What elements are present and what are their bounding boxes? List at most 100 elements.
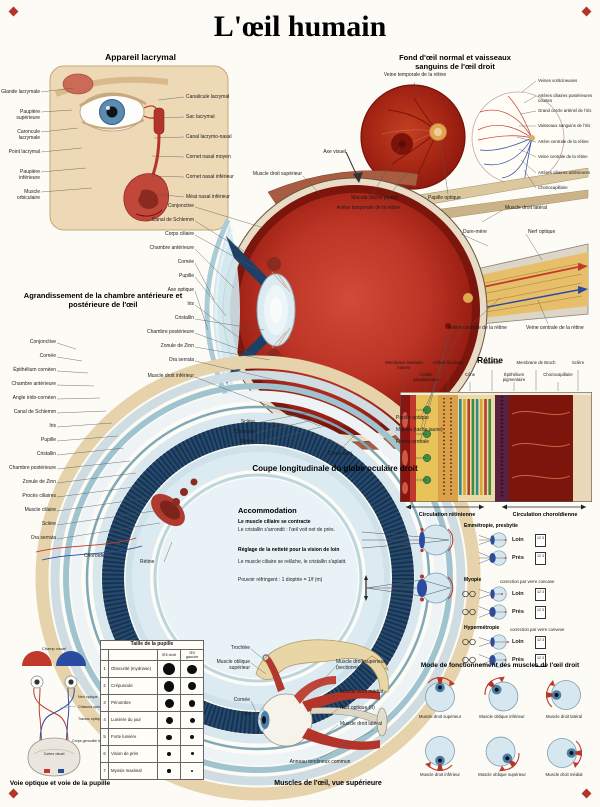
eye-caption: Coupe longitudinale du globe oculaire dr…	[252, 464, 418, 473]
label-central-vein: Veine centrale de la rétine	[526, 325, 584, 331]
label-retina-layer: Cellule bipolaire	[432, 360, 464, 365]
distance-label: Loin	[512, 591, 524, 597]
eye-muscles-art	[255, 639, 389, 750]
pupil-dot	[190, 734, 194, 739]
label-eye-part: Ora serrata	[168, 357, 194, 363]
label-superior-rectus: Muscle droit supérieur	[252, 171, 302, 177]
vision-row: Près 12 3	[462, 604, 546, 620]
right-visual-field	[56, 651, 86, 666]
label-lacrimal: Caroncule lacrymale	[17, 129, 40, 141]
glasses-icon	[462, 608, 476, 616]
mode-label: Muscle droit latéral	[545, 714, 583, 719]
label-chamber: Chambre postérieure	[9, 465, 56, 471]
superior-oblique-muscle	[265, 657, 285, 692]
vision-group-title: Myopie	[464, 577, 482, 583]
label-lacrimal: Méat nasal inférieur	[186, 194, 230, 200]
pupil-dot	[164, 698, 174, 708]
label-papilla: Papille optique	[396, 415, 429, 421]
corner-mark	[8, 788, 19, 799]
distance-label: Près	[512, 555, 524, 561]
inner-vessel-band	[400, 392, 410, 502]
mode-label: Muscle droit supérieur	[418, 714, 462, 719]
eye-schematic	[478, 634, 509, 650]
visual-cortex-left	[44, 769, 50, 773]
label-choroid: Choroïde	[234, 429, 255, 435]
label-sclera: Sclère	[240, 419, 255, 425]
nerve-label: Nerf optique	[78, 695, 98, 699]
pupil	[262, 716, 266, 724]
label-retina-layer: Cône	[464, 372, 476, 377]
vision-row: Loin 12 3	[462, 634, 546, 650]
label-retina-layer: Bâtonnet	[483, 360, 501, 365]
eye-schematic	[478, 604, 507, 620]
label-vessel: Artères ciliaires antérieures	[538, 170, 591, 175]
label-iris: Iris	[243, 711, 250, 717]
vision-row: Loin 12 3	[462, 532, 546, 548]
label-medial-rectus: Muscle droit médial	[340, 689, 384, 695]
label-macula: Macula (tache jaune)	[396, 427, 443, 433]
label-vessel: Grand cercle artériel de l'iris	[538, 108, 592, 113]
accommodation-text: Réglage de la netteté pour la vision de …	[238, 547, 340, 553]
pupil-dot	[163, 681, 175, 692]
common-tendinous-ring	[376, 707, 388, 737]
label-macula: Macula (tache jaune)	[351, 195, 398, 201]
label-vessel: Veine centrale de la rétine	[538, 154, 588, 159]
lens-body	[158, 478, 358, 678]
vision-row: Près 12 3	[462, 652, 546, 668]
label-artery: Artère temporale de la rétine	[336, 205, 400, 211]
pupil-dot	[166, 734, 172, 741]
glasses-icon	[462, 656, 476, 664]
label-eye-part: Zonule de Zinn	[160, 343, 194, 349]
muscle-mode: Muscle droit médial	[534, 734, 594, 777]
vision-group-title: Hypermétropie	[464, 625, 500, 631]
visual-axis-arrow	[345, 151, 363, 183]
pupil-dot	[188, 700, 196, 707]
eye-chart-icon: 12 3	[535, 587, 546, 601]
accommodation-text: Pouvoir réfringent : 1 dioptrie = 1/f (m…	[238, 577, 323, 583]
eye-chart-icon: 12 3	[535, 605, 546, 619]
pupil-col-left: Œil gauche	[180, 648, 204, 662]
mode-label: Muscle oblique supérieur	[478, 772, 526, 777]
fundus-title-line1: Fond d'œil normal et vaisseaux	[399, 53, 511, 62]
retina-title: Rétine	[477, 355, 503, 365]
accommodation-text: Le cristallin s'arrondit : l'œil voit ne…	[238, 527, 335, 533]
muscle-mode: Muscle droit supérieur	[410, 676, 470, 719]
eye-rotation-schematic	[546, 680, 581, 710]
orbital-bone	[363, 655, 389, 693]
distance-label: Loin	[512, 537, 524, 543]
pupil-dot	[167, 769, 171, 773]
eye-chart-icon: 12 3	[535, 635, 546, 649]
left-visual-field	[22, 651, 52, 666]
label-lacrimal: Cornet nasal inférieur	[186, 174, 234, 180]
label-fovea: Fovéa centrale	[396, 439, 430, 445]
vision-row: Près 12 3	[462, 550, 546, 566]
circulation-arrows	[406, 504, 586, 510]
chamber-title: Agrandissement de la chambre antérieure …	[23, 291, 183, 309]
label-chamber: Conjonctive	[29, 339, 56, 345]
eye-schematic	[478, 652, 507, 668]
muscle-mode: Muscle droit inférieur	[410, 734, 470, 777]
label-lacrimal: Canal lacrymo-nasal	[186, 134, 232, 140]
distance-label: Près	[512, 657, 524, 663]
pupil-dot	[190, 752, 194, 756]
eye-rotation-schematic	[485, 736, 520, 772]
eye-schematic	[478, 532, 507, 548]
label-vessel: Artères ciliaires postérieures courtes	[538, 93, 593, 104]
label-lacrimal: Muscle orbiculaire	[16, 189, 40, 201]
label-eye-part: Cornée	[177, 259, 194, 265]
mode-label: Muscle droit médial	[545, 772, 583, 777]
corner-mark	[581, 788, 592, 799]
label-chamber: Zonule de Zinn	[22, 479, 56, 485]
label-chamber: Pupille	[40, 437, 56, 443]
accommodation-near-diagram	[364, 572, 454, 604]
label-tendinous-ring: Anneau tendineux commun	[289, 759, 351, 765]
vision-row: Loin 12 3	[462, 586, 546, 602]
label-retina-layer: Membrane de Bruch	[516, 360, 556, 365]
